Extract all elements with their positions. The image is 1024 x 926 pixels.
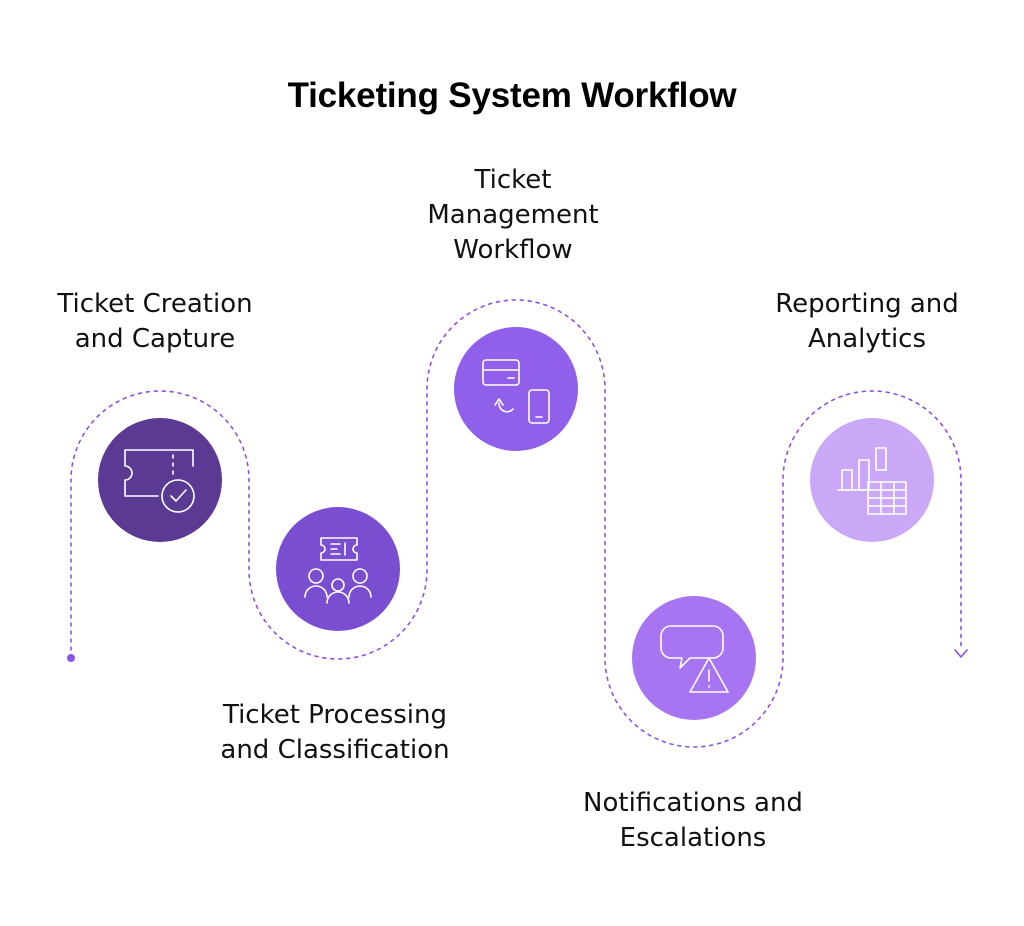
step-3-label-line: Ticket bbox=[474, 165, 552, 195]
step-5-label: Reporting and Analytics bbox=[742, 287, 992, 357]
diagram-title: Ticketing System Workflow bbox=[287, 76, 737, 115]
step-2-label-line: and Classification bbox=[220, 735, 450, 765]
workflow-path bbox=[70, 299, 962, 748]
step-1-node bbox=[98, 418, 222, 542]
path-start-dot bbox=[67, 654, 75, 662]
chart-table-icon bbox=[837, 447, 907, 515]
step-4-label: Notifications and Escalations bbox=[548, 786, 838, 856]
step-3-circle bbox=[454, 327, 578, 451]
step-4-label-line: Escalations bbox=[619, 823, 767, 853]
step-3-node bbox=[454, 327, 578, 451]
step-5-label-line: Reporting and bbox=[775, 289, 959, 319]
step-1-label-line: and Capture bbox=[74, 324, 236, 354]
step-2-label-line: Ticket Processing bbox=[222, 700, 448, 730]
step-1-label: Ticket Creation and Capture bbox=[30, 287, 280, 357]
ticket-team-icon bbox=[304, 537, 372, 604]
step-3-label-line: Workflow bbox=[453, 235, 573, 265]
step-3-label-line: Management bbox=[427, 200, 599, 230]
step-2-label: Ticket Processing and Classification bbox=[195, 698, 475, 768]
step-4-label-line: Notifications and bbox=[583, 788, 803, 818]
step-5-label-line: Analytics bbox=[807, 324, 927, 354]
step-4-node bbox=[632, 596, 756, 720]
step-2-node bbox=[276, 507, 400, 631]
step-5-node bbox=[810, 418, 934, 542]
chat-alert-icon bbox=[660, 625, 729, 693]
step-1-label-line: Ticket Creation bbox=[57, 289, 253, 319]
step-3-label: Ticket Management Workflow bbox=[398, 163, 628, 268]
card-phone-sync-icon bbox=[482, 359, 550, 424]
ticket-check-icon bbox=[124, 449, 195, 513]
path-end-arrow bbox=[954, 649, 968, 658]
step-5-circle bbox=[810, 418, 934, 542]
step-1-circle bbox=[98, 418, 222, 542]
step-2-circle bbox=[276, 507, 400, 631]
